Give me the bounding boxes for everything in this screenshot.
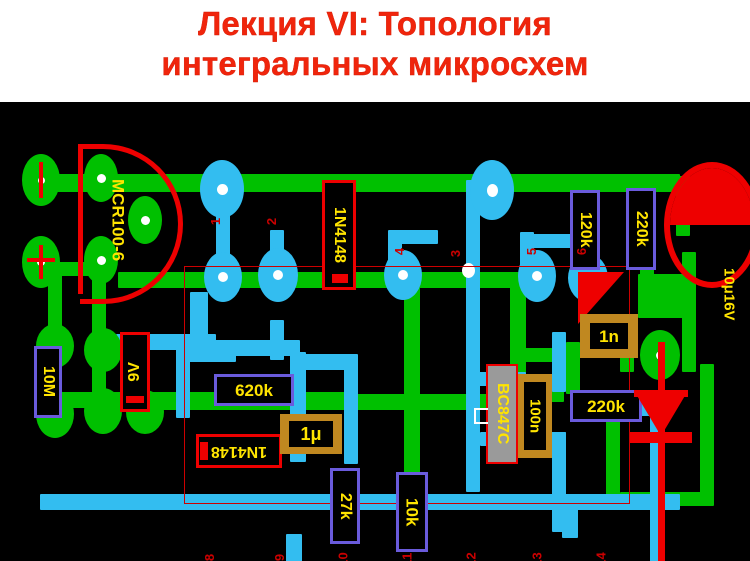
component-label-1n4148-h: 1N4148 <box>210 443 268 460</box>
component-220k-top: 220k <box>626 188 656 270</box>
trace-blue-27k-down <box>344 354 358 464</box>
pad-green-mid-1 <box>84 328 122 372</box>
marker-line-icon <box>39 162 43 198</box>
component-label-100n: 100n <box>526 398 544 434</box>
component-label-9v: 9V <box>126 362 143 382</box>
pad-blue-2 <box>258 248 298 302</box>
component-bc847c: BC847C <box>486 364 518 464</box>
pad-number-6: 6 <box>574 247 590 256</box>
trace-green-right-bottom-vert <box>700 364 714 504</box>
pad-number-1: 1 <box>208 217 224 226</box>
component-mcr100-6-left-edge <box>78 144 83 294</box>
component-1u-label-box: 1μ <box>289 421 333 447</box>
component-10u16v-polarity-fill <box>670 168 750 225</box>
pad-blue-4 <box>384 250 422 300</box>
pad-number-11: 11 <box>399 552 415 561</box>
trace-blue-27k-horz <box>290 354 356 370</box>
pad-test-point-2 <box>22 236 60 288</box>
component-label-220k-bottom: 220k <box>587 396 625 416</box>
component-120k: 120k <box>570 190 600 270</box>
marker-cross-h-icon <box>27 258 55 262</box>
pad-number-14: 14 <box>593 552 609 561</box>
component-27k: 27k <box>330 468 360 544</box>
component-led-lead-vertical <box>658 342 665 561</box>
component-led-bar-icon <box>630 432 692 443</box>
trace-blue-pad3-vert <box>466 180 480 380</box>
pad-test-point-1 <box>22 154 60 206</box>
component-label-27k: 27k <box>337 492 354 520</box>
component-10u16v-outline <box>664 162 750 288</box>
component-label-1n: 1n <box>599 326 619 346</box>
pad-number-9: 9 <box>272 553 288 561</box>
page-title-line-2: интегральных микросхем <box>161 45 589 82</box>
component-mcr100-6: MCR100-6 <box>106 160 130 280</box>
bc847c-pin-2-icon <box>474 408 488 424</box>
pad-blue-5 <box>518 250 556 302</box>
trace-blue-27k-mid <box>286 534 302 561</box>
pcb-layout-image: MCR100-6 10M 9V 620k 1N4148 1N4148 1μ <box>0 102 750 561</box>
component-label-1u: 1μ <box>300 424 322 444</box>
trace-blue-pad4-horz <box>388 230 438 244</box>
zener-band-icon <box>126 396 144 403</box>
marker-cross-v-icon <box>39 245 43 279</box>
pad-number-12: 12 <box>463 552 479 561</box>
pad-blue-top-1 <box>200 160 244 218</box>
pad-number-2: 2 <box>264 217 280 226</box>
component-1n4148-horizontal: 1N4148 <box>196 434 282 468</box>
trace-blue-1n-left <box>552 332 566 392</box>
component-1n-label-box: 1n <box>590 323 628 349</box>
component-label-10m: 10M <box>40 366 57 398</box>
pad-number-10: 10 <box>335 552 351 561</box>
pad-number-13: 13 <box>529 552 545 561</box>
trace-green-cap-mid <box>638 274 690 318</box>
trace-green-220k-b-down <box>606 402 620 497</box>
trace-blue-bottom-rail <box>40 494 680 510</box>
component-220k-bottom: 220k <box>570 390 642 422</box>
component-label-bc847c: BC847C <box>494 383 511 445</box>
trace-blue-x-link <box>562 498 578 538</box>
trace-blue-pad5-horz <box>520 234 580 248</box>
component-1n: 1n <box>580 314 638 358</box>
component-1u: 1μ <box>280 414 342 454</box>
component-100n-label-box: 100n <box>524 382 546 450</box>
pad-blue-top-3 <box>470 160 514 220</box>
component-10m: 10M <box>34 346 62 418</box>
trace-blue-bc847-down <box>466 372 480 492</box>
component-label-120k: 120k <box>577 212 594 248</box>
component-label-620k: 620k <box>235 380 273 400</box>
component-10k: 10k <box>396 472 428 552</box>
component-led-triangle-icon <box>636 394 686 436</box>
component-label-10k: 10k <box>402 497 422 527</box>
trace-blue-mcr-left <box>176 346 236 362</box>
component-1n4148-vertical: 1N4148 <box>322 180 356 290</box>
page-title-line-1: Лекция VI: Топология <box>198 5 552 42</box>
component-10u16v: 10μ16V <box>716 244 742 344</box>
component-100n: 100n <box>518 374 552 458</box>
component-label-10u16v: 10μ16V <box>720 267 738 321</box>
trace-green-100n-up <box>566 342 580 394</box>
pad-number-3: 3 <box>448 249 464 258</box>
slide-title-band: Лекция VI: Топология интегральных микрос… <box>0 0 750 102</box>
component-led-top-bar-icon <box>634 390 688 397</box>
component-label-mcr100-6: MCR100-6 <box>108 178 128 262</box>
diode-band-h-icon <box>200 442 208 460</box>
pad-number-5: 5 <box>524 247 540 256</box>
trace-blue-diode3-up <box>270 320 284 360</box>
component-label-220k-top: 220k <box>633 211 650 247</box>
component-620k: 620k <box>214 374 294 406</box>
diode-band-v-icon <box>332 274 348 283</box>
pad-number-8: 8 <box>202 553 218 561</box>
pad-green-mid-2 <box>84 388 122 434</box>
pad-number-4: 4 <box>392 247 408 256</box>
pad-blue-1 <box>204 252 242 302</box>
component-label-1n4148-v: 1N4148 <box>331 206 348 264</box>
